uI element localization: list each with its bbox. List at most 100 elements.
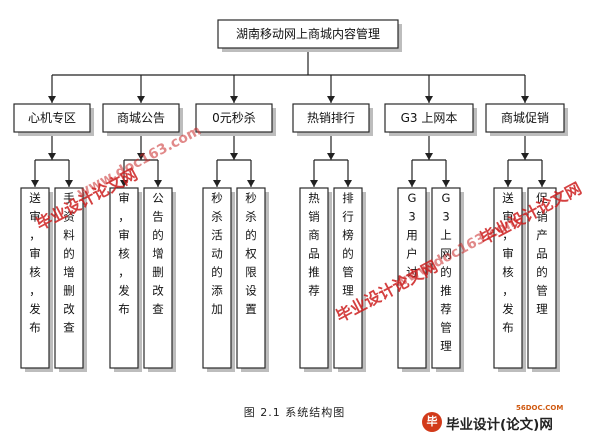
module-label: 商城促销 — [501, 110, 549, 125]
arrow-module-down — [327, 153, 335, 160]
vertical-char: 的 — [536, 265, 548, 279]
brand-url: 56DOC.COM — [516, 404, 564, 412]
vertical-char: 布 — [502, 321, 514, 335]
arrow-level1 — [137, 96, 145, 103]
arrow-module-down — [425, 153, 433, 160]
arrow-child — [408, 180, 416, 187]
vertical-char: 设 — [245, 284, 257, 298]
vertical-char: 管 — [536, 284, 548, 298]
vertical-char: 的 — [440, 265, 452, 279]
vertical-char: 核 — [29, 265, 41, 279]
module-box — [384, 103, 474, 133]
vertical-char: 行 — [342, 210, 354, 224]
function-box — [397, 187, 427, 369]
vertical-char: 讨 — [406, 265, 418, 279]
vertical-char: ， — [502, 284, 514, 298]
vertical-char: 的 — [152, 228, 164, 242]
vertical-char: 促 — [536, 191, 548, 205]
vertical-char: 删 — [63, 284, 75, 298]
vertical-char: 网 — [440, 247, 452, 261]
function-box — [527, 187, 557, 369]
vertical-char: 活 — [211, 228, 223, 242]
vertical-char: 的 — [63, 247, 75, 261]
vertical-char: 审 — [29, 247, 41, 261]
function-box — [109, 187, 139, 369]
vertical-char: 3 — [408, 210, 415, 224]
vertical-char: 秒 — [211, 191, 223, 205]
arrow-module-down — [48, 153, 56, 160]
module-label: G3 上网本 — [401, 111, 458, 125]
vertical-char: 产 — [536, 228, 548, 242]
vertical-char: 审 — [502, 210, 514, 224]
vertical-char: 的 — [245, 228, 257, 242]
vertical-char: 品 — [308, 247, 320, 261]
vertical-char: ， — [118, 210, 130, 224]
function-box — [143, 187, 173, 369]
root-box — [217, 19, 399, 49]
vertical-char: 发 — [29, 302, 41, 316]
brand-name: 毕业设计(论文)网 — [446, 417, 553, 433]
vertical-char: ， — [29, 228, 41, 242]
vertical-char: 布 — [29, 321, 41, 335]
vertical-char: 送 — [502, 191, 514, 205]
function-box — [54, 187, 84, 369]
function-box — [236, 187, 266, 369]
vertical-char: 查 — [63, 321, 75, 335]
arrow-child — [442, 180, 450, 187]
vertical-char: 料 — [63, 228, 75, 242]
vertical-char: 告 — [152, 210, 164, 224]
vertical-char: 品 — [536, 247, 548, 261]
vertical-char: 限 — [245, 265, 257, 279]
vertical-char: 管 — [342, 265, 354, 279]
function-label: 送审，审核，发布 — [502, 191, 514, 335]
vertical-char: G — [442, 191, 451, 205]
arrow-module-down — [137, 153, 145, 160]
function-box — [20, 187, 50, 369]
vertical-char: 送 — [29, 191, 41, 205]
box-shadows — [18, 24, 568, 372]
arrow-level1 — [425, 96, 433, 103]
vertical-char: 理 — [440, 339, 452, 353]
boxes — [13, 19, 565, 369]
arrow-level1 — [48, 96, 56, 103]
arrow-child — [65, 180, 73, 187]
arrow-child — [120, 180, 128, 187]
vertical-char: 商 — [308, 228, 320, 242]
module-box — [292, 103, 370, 133]
arrow-level1 — [327, 96, 335, 103]
vertical-char: 排 — [342, 191, 354, 205]
box-labels: 湖南移动网上商城内容管理心机专区送审，审核，发布手资料的增删改查商城公告审，审核… — [28, 26, 549, 353]
vertical-char: 添 — [211, 284, 223, 298]
vertical-char: 榜 — [342, 228, 354, 242]
module-box — [102, 103, 180, 133]
arrow-module-down — [521, 153, 529, 160]
vertical-char: 发 — [502, 302, 514, 316]
vertical-char: 增 — [63, 265, 75, 279]
vertical-char: 荐 — [308, 284, 320, 298]
root-label: 湖南移动网上商城内容管理 — [236, 26, 380, 41]
vertical-char: 推 — [308, 265, 320, 279]
vertical-char: 审 — [118, 228, 130, 242]
function-label: 送审，审核，发布 — [29, 191, 41, 335]
function-box — [202, 187, 232, 369]
vertical-char: 用 — [406, 228, 418, 242]
module-label: 心机专区 — [28, 110, 76, 125]
vertical-char: 销 — [536, 210, 548, 224]
brand-logo-icon: 毕 — [422, 412, 442, 432]
module-label: 热销排行 — [307, 111, 355, 125]
vertical-char: 杀 — [245, 210, 257, 224]
module-box — [195, 103, 273, 133]
vertical-char: 审 — [502, 247, 514, 261]
module-box — [13, 103, 91, 133]
vertical-char: ， — [502, 228, 514, 242]
vertical-char: G — [408, 191, 417, 205]
vertical-char: 理 — [342, 284, 354, 298]
vertical-char: 管 — [440, 321, 452, 335]
vertical-char: 核 — [118, 247, 130, 261]
